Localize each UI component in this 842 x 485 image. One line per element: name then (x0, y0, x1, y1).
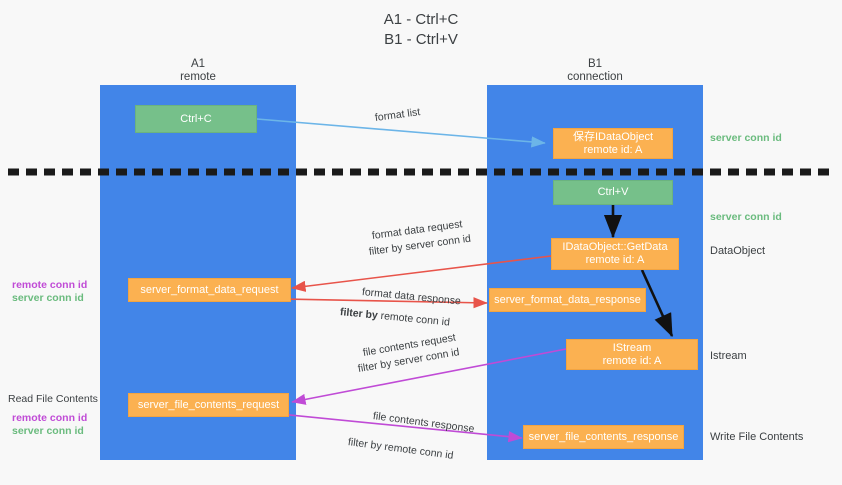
edge-label-format-data-response: format data response (361, 286, 462, 308)
filter-by-text-3: filter by (357, 357, 396, 375)
edge-label-file-contents-response-filter: filter by remote conn id (347, 435, 454, 463)
box-server-file-contents-response[interactable]: server_file_contents_response (523, 425, 684, 449)
box-server-format-data-request-label: server_format_data_request (140, 283, 279, 296)
right-label-server-conn-id-top: server conn id (710, 132, 782, 144)
edge-label-format-data-response-filter: filter by remote conn id (339, 305, 450, 330)
left-label-read-file-contents: Read File Contents (8, 393, 98, 405)
left-remote-conn-id-2: remote conn id (12, 412, 88, 424)
lane-b1-name: B1 (587, 58, 603, 70)
left-label-conn-ids-2: remote conn id server conn id (12, 412, 87, 438)
box-getdata-id: remote id: A (585, 254, 645, 266)
box-istream-label: IStream (612, 341, 652, 354)
box-getdata-label: IDataObject::GetData (562, 241, 668, 253)
left-label-conn-ids-1: remote conn id server conn id (12, 279, 87, 305)
left-server-conn-id-1: server conn id (12, 292, 84, 304)
box-save-idataobject-label: 保存IDataObject (572, 130, 654, 143)
box-server-file-contents-request[interactable]: server_file_contents_request (128, 393, 289, 417)
remote-conn-id-text-2: remote conn id (383, 440, 455, 462)
lane-header-b1: B1 connection (487, 58, 703, 84)
lane-header-a1: A1 remote (100, 58, 296, 84)
edge-label-format-list: format list (374, 106, 421, 124)
diagram-title: A1 - Ctrl+C B1 - Ctrl+V (0, 10, 842, 50)
left-server-conn-id-2: server conn id (12, 425, 84, 437)
filter-by-text-4: filter by (347, 436, 386, 453)
box-idataobject-getdata[interactable]: IDataObject::GetData remote id: A (551, 238, 679, 270)
box-server-file-contents-request-label: server_file_contents_request (137, 398, 280, 411)
edge-label-file-contents-response: file contents response (372, 410, 476, 436)
left-remote-conn-id-1: remote conn id (12, 279, 88, 291)
title-line-2: B1 - Ctrl+V (384, 31, 458, 48)
lane-a1-sub: remote (180, 71, 216, 83)
remote-conn-id-text: remote conn id (380, 309, 451, 329)
box-istream-id: remote id: A (602, 354, 662, 367)
right-label-istream: Istream (710, 350, 747, 362)
filter-by-text: filter by (368, 241, 407, 258)
right-label-server-conn-id-mid: server conn id (710, 211, 782, 223)
box-ctrl-c-label: Ctrl+C (180, 112, 212, 125)
lane-a1-name: A1 (190, 58, 206, 70)
box-server-format-data-response-label: server_format_data_response (494, 293, 641, 306)
filter-by-text-2: filter by (339, 306, 382, 322)
title-line-1: A1 - Ctrl+C (383, 11, 459, 28)
box-istream[interactable]: IStream remote id: A (566, 339, 698, 370)
box-server-format-data-response[interactable]: server_format_data_response (489, 288, 646, 312)
box-ctrl-c[interactable]: Ctrl+C (135, 105, 257, 133)
box-ctrl-v-label: Ctrl+V (597, 186, 629, 198)
right-label-write-file-contents: Write File Contents (710, 431, 804, 443)
right-label-dataobject: DataObject (710, 245, 766, 257)
box-save-idataobject[interactable]: 保存IDataObject remote id: A (553, 128, 673, 159)
box-server-format-data-request[interactable]: server_format_data_request (128, 278, 291, 302)
box-ctrl-v[interactable]: Ctrl+V (553, 180, 673, 205)
box-server-file-contents-response-label: server_file_contents_response (528, 430, 679, 443)
box-save-idataobject-id: remote id: A (583, 143, 643, 156)
lane-b1-sub: connection (567, 71, 623, 83)
